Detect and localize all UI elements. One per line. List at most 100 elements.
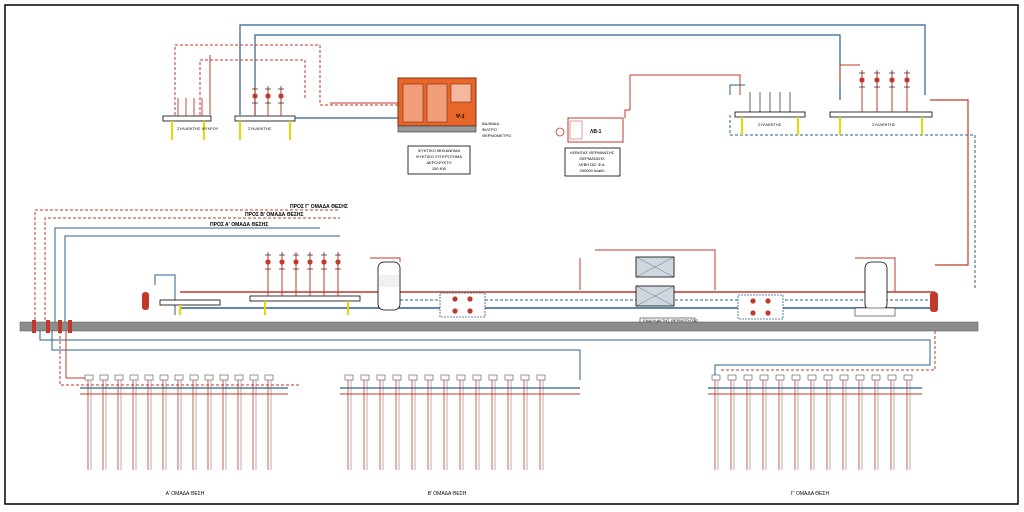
- under-loop-2: [51, 331, 581, 380]
- drawing-frame: [4, 4, 1019, 505]
- pump-icon: [889, 77, 895, 83]
- supply-label-b: ΠΡΟΣ Β' ΟΜΑΔΑ ΘΕΣΗΣ: [245, 212, 304, 218]
- pump-pair-right: [737, 294, 784, 320]
- chiller-caption-line-3: ΑΕΡΟΨΥΚΤΟ: [426, 160, 451, 165]
- boiler-tag: ΛΒ-1: [590, 129, 602, 135]
- chiller-notes: ΒΑΛΒΙΔΑ ΦΙΛΤΡΟ ΘΕΡΜΟΜΕΤΡΟ: [482, 121, 511, 138]
- pump-icon: [859, 77, 865, 83]
- pump-icon: [265, 93, 271, 99]
- group-label-a: Α' ΟΜΑΔΑ ΘΕΣΗ: [166, 491, 205, 497]
- probe-valve-box: [129, 374, 139, 381]
- pump-icon: [335, 259, 341, 265]
- probe-valve-box: [408, 374, 418, 381]
- top-loop-hot-5: [839, 64, 860, 85]
- probe-valve-box: [839, 374, 849, 381]
- top-right-cold-1: [729, 84, 745, 95]
- chiller-tag: Ψ-1: [456, 114, 465, 120]
- under-loop-5: [720, 331, 936, 371]
- probe-valve-box: [823, 374, 833, 381]
- probe-valve-box: [711, 374, 721, 381]
- pump-icon: [293, 259, 299, 265]
- buffer-tank-left: [370, 257, 401, 311]
- probe-valve-box: [504, 374, 514, 381]
- under-loop-4: [65, 331, 90, 379]
- supply-line-a2: [64, 235, 340, 325]
- chiller-note-3: ΘΕΡΜΟΜΕΤΡΟ: [482, 133, 511, 138]
- pump-icon: [321, 259, 327, 265]
- chiller-caption: ΨΥΚΤΙΚΟ ΜΗΧΑΝΗΜΑ ΨΥΚΤΙΚΟ ΣΥΓΚΡΟΤΗΜΑ ΑΕΡΟ…: [407, 145, 471, 175]
- probe-valve-box: [344, 374, 354, 381]
- boiler-caption-line-4: 250000 kcal/h: [580, 168, 605, 173]
- probe-valve-box: [536, 374, 546, 381]
- probe-valve-box: [903, 374, 913, 381]
- expansion-tank-right: [930, 292, 938, 312]
- probe-valve-box: [887, 374, 897, 381]
- chiller-caption-line-2: ΨΥΚΤΙΚΟ ΣΥΓΚΡΟΤΗΜΑ: [416, 154, 462, 159]
- collector-top-left-label: ΣΥΛΛΕΚΤΗΣ ΨΥΧΡΟΥ: [177, 126, 219, 131]
- pump-icon: [278, 93, 284, 99]
- probe-valve-box: [159, 374, 169, 381]
- slab-penetrations: [32, 320, 72, 333]
- pump-icon: [252, 93, 258, 99]
- pump-icon: [265, 259, 271, 265]
- supply-label-c: ΠΡΟΣ Γ' ΟΜΑΔΑ ΘΕΣΗΣ: [290, 204, 348, 210]
- chiller-unit: [397, 77, 477, 133]
- probe-valve-box: [488, 374, 498, 381]
- probe-valve-box: [264, 374, 274, 381]
- probe-valve-box: [759, 374, 769, 381]
- collector-cold-top-left: [162, 98, 212, 140]
- probe-valve-box: [520, 374, 530, 381]
- probe-valve-box: [871, 374, 881, 381]
- probe-valve-box: [174, 374, 184, 381]
- probe-valve-box: [144, 374, 154, 381]
- pump-bank-mid: [265, 252, 341, 296]
- top-loop-cold-1: [239, 24, 926, 115]
- supply-line-b: [44, 217, 340, 325]
- probe-valve-box: [424, 374, 434, 381]
- probe-valve-box: [727, 374, 737, 381]
- probe-valve-box: [189, 374, 199, 381]
- heat-exchanger-block: [579, 249, 716, 324]
- pump-icon: [904, 77, 910, 83]
- probe-valve-box: [219, 374, 229, 381]
- collector-top-mid-label: ΣΥΛΛΕΚΤΗΣ: [248, 126, 272, 131]
- probe-valve-box: [249, 374, 259, 381]
- supply-label-a: ΠΡΟΣ Α' ΟΜΑΔΑ ΘΕΣΗΣ: [210, 222, 268, 228]
- collector-top-right-label: ΣΥΛΛΕΚΤΗΣ: [758, 122, 782, 127]
- collector-right-label: ΣΥΛΛΕΚΤΗΣ: [872, 122, 896, 127]
- group-label-c: Γ' ΟΜΑΔΑ ΘΕΣΗ: [791, 491, 830, 497]
- probe-valve-box: [855, 374, 865, 381]
- heat-exchanger-label: ΕΝΑΛΛΑΚΤΗΣ ΘΕΡΜΟΤΗΤΑΣ: [643, 318, 699, 323]
- risers-top-right: [749, 92, 791, 112]
- under-loop-3: [59, 331, 300, 386]
- boiler-caption: ΛΕΒΗΤΑΣ ΘΕΡΜΑΝΣΗΣ ΘΕΡΜΑΝΣΗΣ ΛΕΒΗΤΑΣ Φ.Α.…: [564, 147, 621, 177]
- probe-valve-box: [392, 374, 402, 381]
- top-loop-hot-2: [199, 59, 306, 115]
- probe-valve-box: [204, 374, 214, 381]
- top-loop-hot-4: [629, 74, 741, 110]
- probe-valve-box: [84, 374, 94, 381]
- boiler-unit: [555, 117, 624, 143]
- probe-valve-box: [791, 374, 801, 381]
- top-right-cold-return: [729, 115, 976, 290]
- probe-valve-box: [99, 374, 109, 381]
- probe-valve-box: [472, 374, 482, 381]
- probe-valve-box: [440, 374, 450, 381]
- pump-bank-top-right: [859, 70, 910, 112]
- supply-line-c: [34, 209, 340, 325]
- pump-bank-top-mid: [252, 86, 284, 116]
- under-loop-1: [39, 331, 931, 380]
- probe-valve-box: [807, 374, 817, 381]
- boiler-caption-line-3: ΛΕΒΗΤΑΣ Φ.Α.: [578, 162, 605, 167]
- pump-icon: [307, 259, 313, 265]
- group-label-b: Β' ΟΜΑΔΑ ΘΕΣΗ: [428, 491, 467, 497]
- boiler-pipe: [624, 109, 630, 118]
- probe-valve-box: [743, 374, 753, 381]
- top-loop-hot-1: [174, 44, 400, 115]
- expansion-tank-left: [142, 274, 176, 315]
- pump-icon: [874, 77, 880, 83]
- boiler-caption-line-2: ΘΕΡΜΑΝΣΗΣ: [579, 156, 605, 161]
- chiller-note-2: ΦΙΛΤΡΟ: [482, 127, 497, 132]
- probe-valve-box: [775, 374, 785, 381]
